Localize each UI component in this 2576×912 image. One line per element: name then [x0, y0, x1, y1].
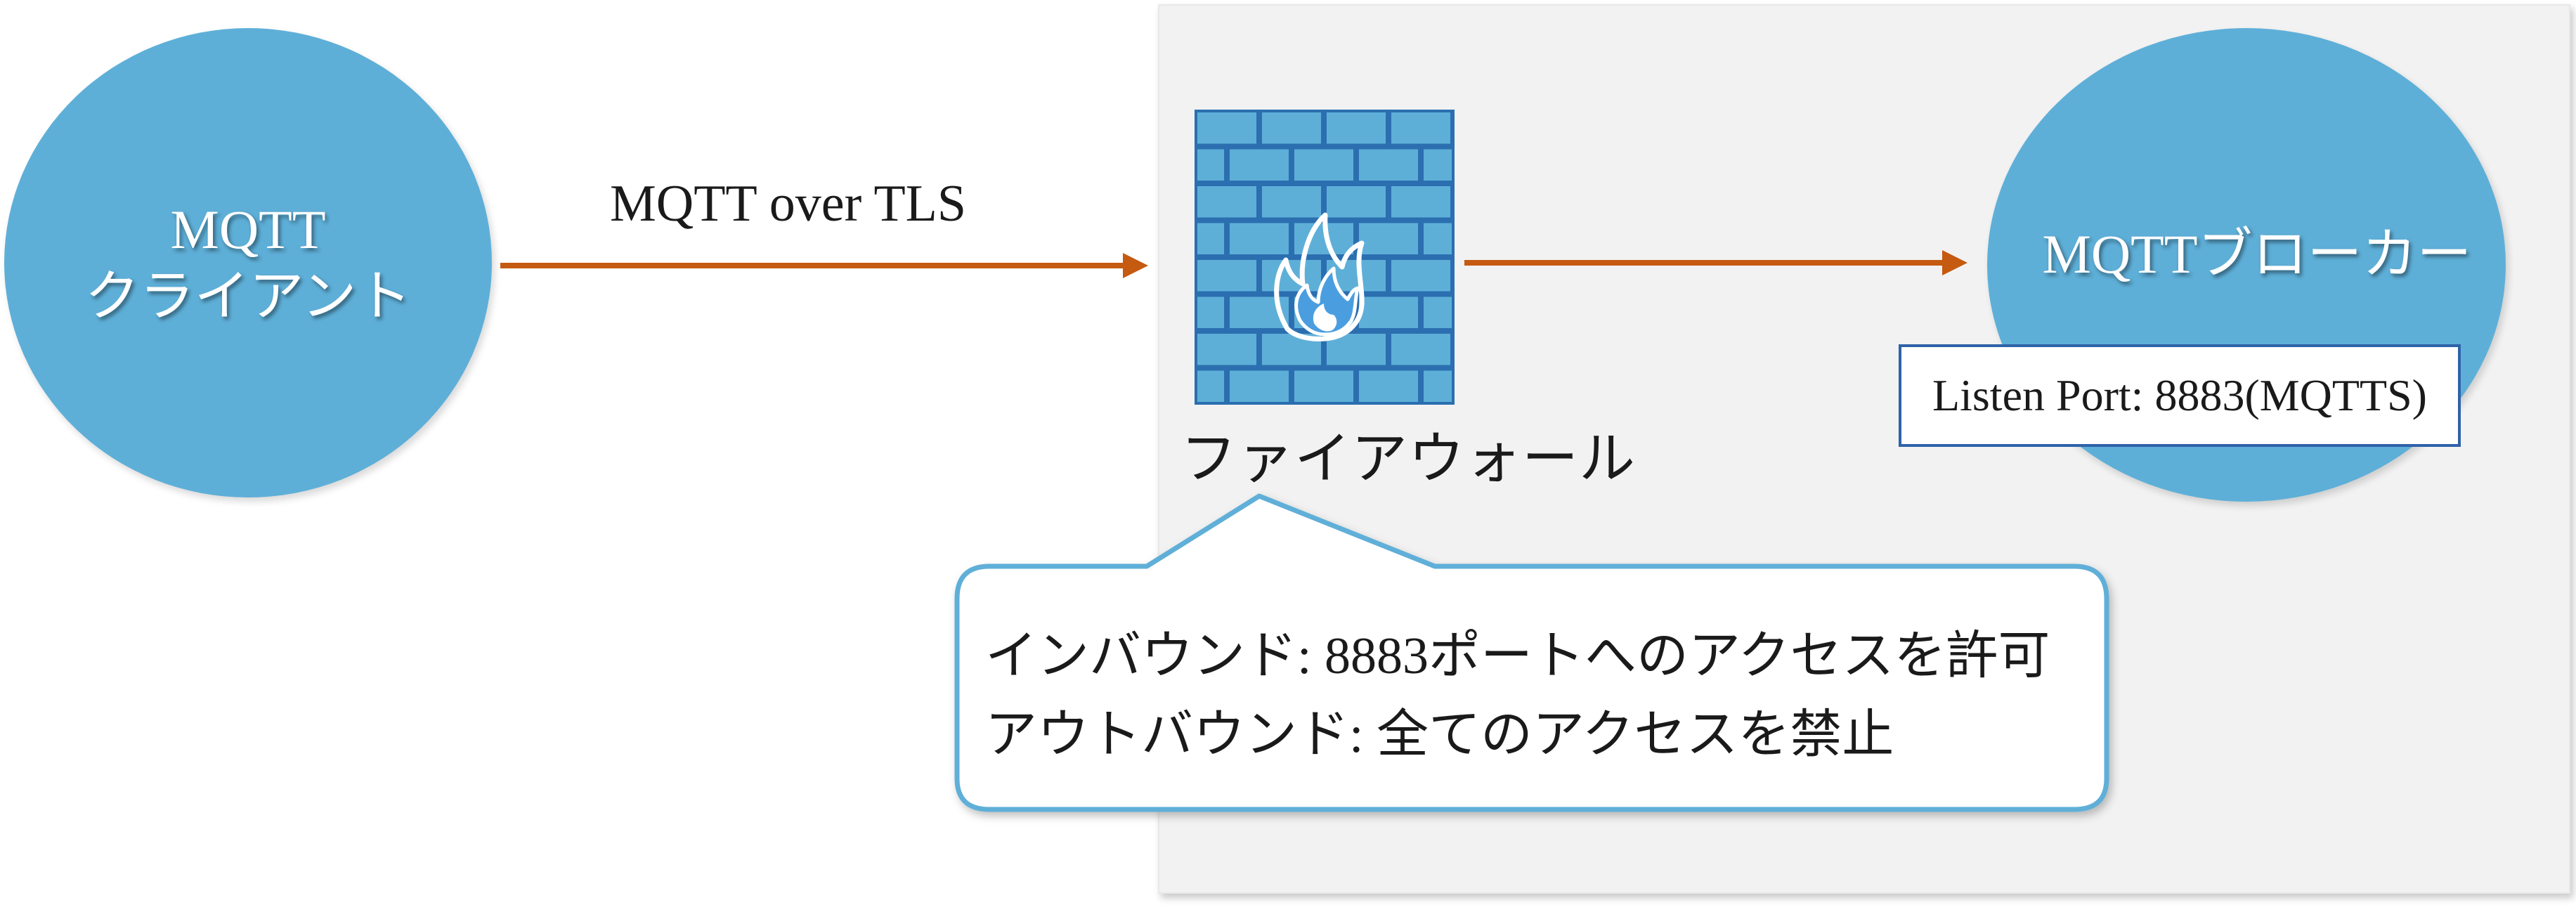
link-label: MQTT over TLS [610, 175, 967, 233]
client-label-line2: クライアント [84, 266, 412, 327]
broker-title: MQTTブローカー [2042, 223, 2472, 285]
wall-brick [1196, 259, 1258, 293]
wall-brick [1228, 221, 1290, 256]
wall-brick [1325, 185, 1387, 219]
wall-brick [1358, 221, 1419, 256]
wall-brick [1196, 295, 1225, 330]
wall-brick [1196, 221, 1225, 256]
wall-brick [1422, 221, 1453, 256]
outbound-rule: アウトバウンド: 全てのアクセスを禁止 [985, 706, 1894, 764]
wall-brick [1196, 111, 1258, 145]
wall-brick [1390, 259, 1452, 293]
wall-brick [1358, 369, 1419, 403]
wall-brick [1390, 111, 1452, 145]
wall-brick [1358, 295, 1419, 330]
firewall-icon [1195, 110, 1455, 405]
wall-brick [1390, 332, 1452, 367]
callout-text: インバウンド: 8883ポートへのアクセスを許可 アウトバウンド: 全てのアクセ… [985, 617, 2050, 774]
wall-brick [1422, 295, 1453, 330]
wall-brick [1261, 111, 1322, 145]
listen-port-box: Listen Port: 8883(MQTTS) [1899, 344, 2461, 447]
firewall-label: ファイアウォール [1180, 429, 1636, 490]
wall-brick [1390, 185, 1452, 219]
arrow-client-to-firewall [500, 253, 1148, 278]
wall-brick [1293, 369, 1355, 403]
wall-brick [1358, 148, 1419, 182]
client-label-line1: MQTT [170, 198, 326, 260]
wall-brick [1196, 185, 1258, 219]
mqtt-client-node: MQTT クライアント [4, 28, 492, 497]
wall-brick [1196, 148, 1225, 182]
inbound-rule: インバウンド: 8883ポートへのアクセスを許可 [985, 627, 2050, 685]
wall-brick [1196, 369, 1225, 403]
flame-icon [1274, 212, 1365, 341]
wall-brick [1196, 332, 1258, 367]
listen-port-text: Listen Port: 8883(MQTTS) [1932, 370, 2427, 420]
wall-brick [1228, 369, 1290, 403]
wall-brick [1422, 369, 1453, 403]
wall-brick [1293, 148, 1355, 182]
wall-brick [1228, 148, 1290, 182]
wall-brick [1422, 148, 1453, 182]
wall-brick [1325, 111, 1387, 145]
wall-brick [1261, 185, 1322, 219]
